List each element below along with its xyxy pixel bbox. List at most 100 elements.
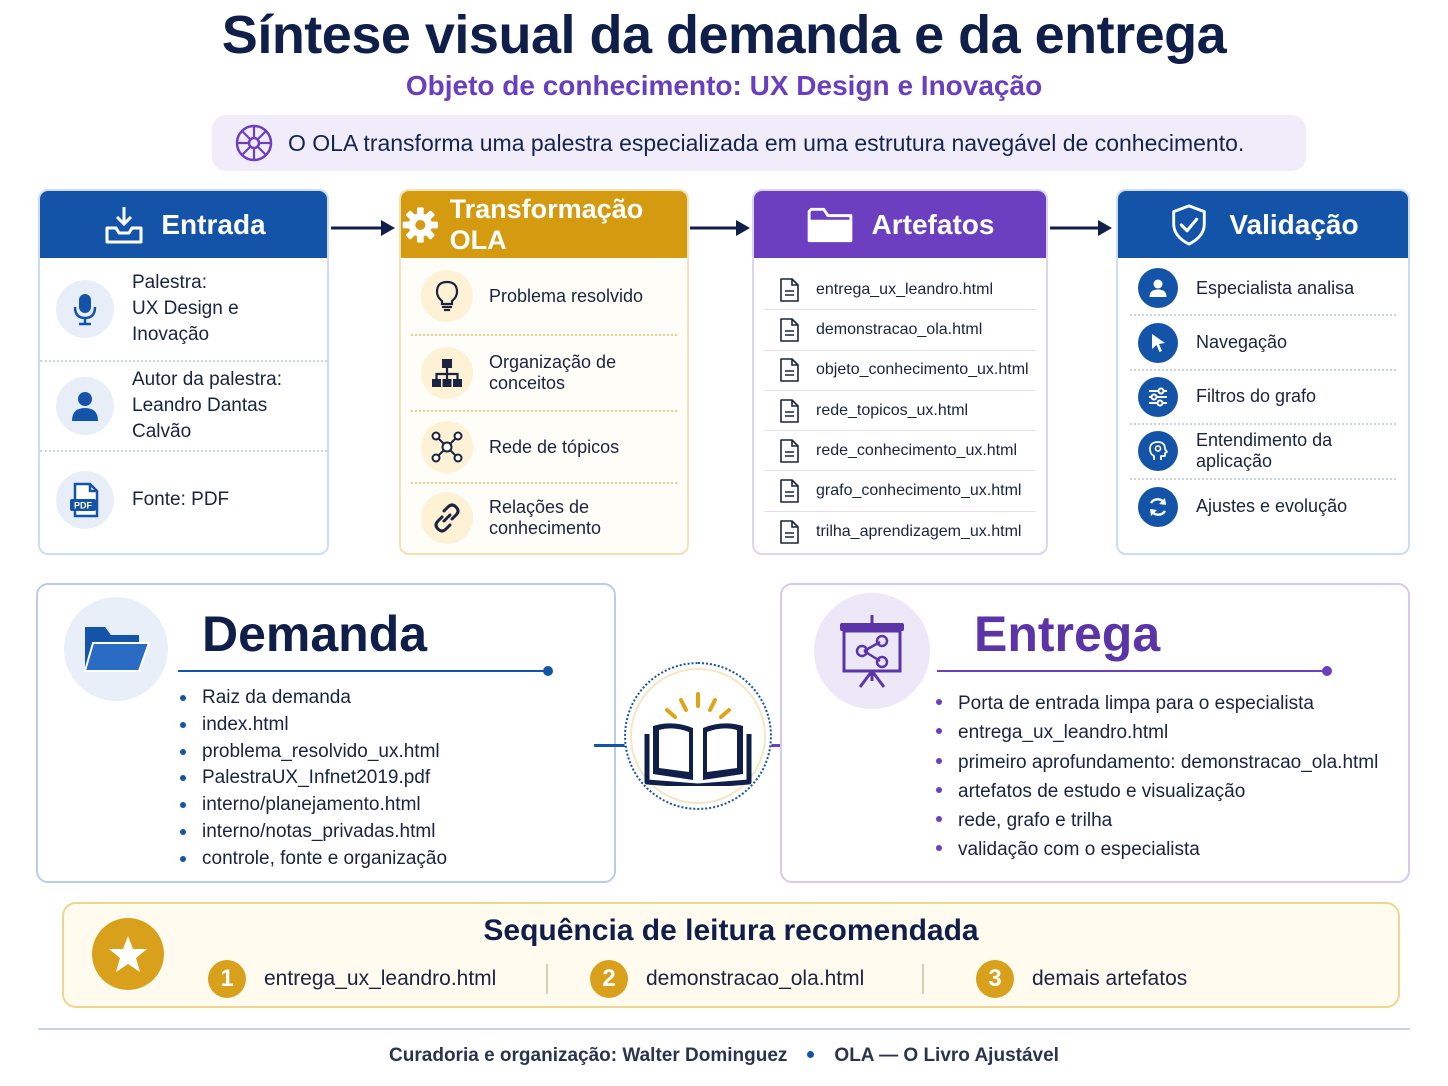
- sliders-icon: [1149, 387, 1167, 407]
- demanda-list-item: interno/notas_privadas.html: [178, 819, 447, 846]
- card-transformacao: Transformação OLA Problema resolvido Org…: [399, 189, 689, 555]
- head-icon: [1149, 441, 1168, 461]
- validacao-item-label: Entendimento da aplicação: [1196, 430, 1333, 472]
- sequence-divider: [546, 964, 548, 994]
- shield-check-icon: [1172, 203, 1207, 246]
- artefato-filename: grafo_conhecimento_ux.html: [816, 482, 1022, 500]
- entrega-list-item: Porta de entrada limpa para o especialis…: [934, 689, 1378, 718]
- artefato-item[interactable]: demonstracao_ola.html: [764, 310, 1036, 351]
- validacao-item: Entendimento da aplicação: [1130, 425, 1396, 480]
- file-icon: [780, 479, 799, 503]
- footer-brand: OLA — O Livro Ajustável: [834, 1045, 1059, 1066]
- page-title: Síntese visual da demanda e da entrega: [221, 5, 1227, 65]
- artefato-filename: objeto_conhecimento_ux.html: [816, 361, 1029, 379]
- card-artefatos-header: Artefatos: [754, 191, 1046, 258]
- artefato-filename: demonstracao_ola.html: [816, 320, 983, 338]
- reading-sequence: Sequência de leitura recomendada 1 entre…: [62, 902, 1400, 1008]
- validacao-item-label: Especialista analisa: [1196, 277, 1355, 298]
- demanda-list-item: Raiz da demanda: [178, 685, 447, 712]
- artefato-item[interactable]: grafo_conhecimento_ux.html: [764, 471, 1036, 512]
- wheel-icon: [235, 124, 273, 162]
- entrega-list-item: primeiro aprofundamento: demonstracao_ol…: [934, 748, 1378, 777]
- gear-icon: [402, 206, 438, 243]
- card-artefatos-title: Artefatos: [871, 208, 995, 240]
- artefato-filename: entrega_ux_leandro.html: [816, 280, 994, 298]
- file-icon: [780, 520, 799, 544]
- intro-banner: O OLA transforma uma palestra especializ…: [212, 115, 1306, 171]
- book-emblem: [624, 662, 772, 810]
- validacao-item: Ajustes e evolução: [1130, 480, 1396, 534]
- sequence-step-3[interactable]: 3 demais artefatos: [976, 960, 1187, 998]
- validacao-item-label: Navegação: [1196, 332, 1288, 353]
- flow-arrow-2: [690, 220, 750, 236]
- demanda-divider: [178, 666, 553, 676]
- open-book-icon: [644, 692, 752, 786]
- artefato-item[interactable]: entrega_ux_leandro.html: [764, 270, 1036, 311]
- card-entrada-title: Entrada: [161, 208, 266, 240]
- entrega-box: Entrega Porta de entrada limpa para o es…: [780, 583, 1410, 883]
- validacao-item: Navegação: [1130, 316, 1396, 371]
- flow-arrow-1: [331, 220, 395, 236]
- demanda-list-item: PalestraUX_Infnet2019.pdf: [178, 765, 447, 792]
- pdf-label: PDF: [74, 501, 93, 511]
- card-validacao-header: Validação: [1118, 191, 1408, 258]
- reading-sequence-title: Sequência de leitura recomendada: [483, 914, 979, 947]
- artefato-item[interactable]: rede_topicos_ux.html: [764, 391, 1036, 432]
- entrada-item-value: UX Design e Inovação: [132, 298, 239, 345]
- pdf-file-icon: PDF: [70, 482, 99, 518]
- validacao-item-label: Ajustes e evolução: [1196, 496, 1348, 517]
- sequence-divider: [922, 964, 924, 994]
- presentation-share-icon: [840, 615, 904, 688]
- connector-left: [594, 744, 626, 747]
- sequence-step-2[interactable]: 2 demonstracao_ola.html: [590, 960, 864, 998]
- entrega-title: Entrega: [974, 606, 1161, 662]
- refresh-icon: [1149, 497, 1167, 516]
- step-label: demonstracao_ola.html: [646, 967, 865, 990]
- artefatos-list: entrega_ux_leandro.html demonstracao_ola.…: [754, 258, 1046, 552]
- card-validacao-title: Validação: [1229, 208, 1359, 240]
- transformacao-item: Relações de conhecimento: [411, 484, 677, 552]
- entrada-item-label: Autor da palestra:: [132, 369, 282, 390]
- microphone-icon: [73, 294, 97, 326]
- card-transformacao-title: Transformação OLA: [449, 193, 644, 255]
- file-icon: [780, 439, 799, 463]
- demanda-title: Demanda: [202, 606, 428, 662]
- transformacao-item: Rede de tópicos: [411, 412, 677, 484]
- folder-icon: [807, 207, 852, 242]
- validacao-item: Filtros do grafo: [1130, 371, 1396, 426]
- star-icon: [109, 936, 147, 972]
- artefato-filename: trilha_aprendizagem_ux.html: [816, 522, 1022, 540]
- file-icon: [780, 277, 799, 302]
- footer: Curadoria e organização: Walter Domingue…: [0, 1045, 1448, 1067]
- demanda-list-item: problema_resolvido_ux.html: [178, 739, 447, 766]
- sequence-step-1[interactable]: 1 entrega_ux_leandro.html: [208, 960, 496, 998]
- entrega-list-item: rede, grafo e trilha: [934, 806, 1378, 835]
- entrada-item-value: Leandro Dantas Calvão: [132, 395, 268, 442]
- flow-arrow-3: [1050, 220, 1112, 236]
- network-icon: [431, 431, 463, 463]
- entrada-item-label: Palestra:: [132, 272, 207, 293]
- entrada-item-autor: Autor da palestra: Leandro Dantas Calvão: [40, 362, 327, 452]
- entrega-list: Porta de entrada limpa para o especialis…: [934, 689, 1378, 865]
- artefato-filename: rede_conhecimento_ux.html: [816, 441, 1018, 459]
- card-entrada-header: Entrada: [40, 191, 327, 258]
- cursor-icon: [1152, 333, 1165, 352]
- artefato-item[interactable]: rede_conhecimento_ux.html: [764, 431, 1036, 472]
- step-number: 3: [976, 960, 1014, 998]
- person-icon: [72, 392, 98, 421]
- artefato-filename: rede_topicos_ux.html: [816, 401, 969, 419]
- artefato-item[interactable]: objeto_conhecimento_ux.html: [764, 351, 1036, 391]
- transformacao-item-label: Organização de conceitos: [489, 352, 617, 393]
- card-entrada: Entrada Palestra: UX Design e Inovação A…: [38, 189, 329, 555]
- demanda-list-item: index.html: [178, 712, 447, 739]
- demanda-list-item: controle, fonte e organização: [178, 846, 447, 873]
- card-validacao: Validação Especialista analisa Navegação: [1116, 189, 1410, 555]
- transformacao-item: Organização de conceitos: [411, 336, 677, 412]
- validacao-item-label: Filtros do grafo: [1196, 386, 1317, 407]
- step-label: demais artefatos: [1032, 967, 1188, 990]
- artefato-item[interactable]: trilha_aprendizagem_ux.html: [764, 512, 1036, 552]
- step-number: 2: [590, 960, 628, 998]
